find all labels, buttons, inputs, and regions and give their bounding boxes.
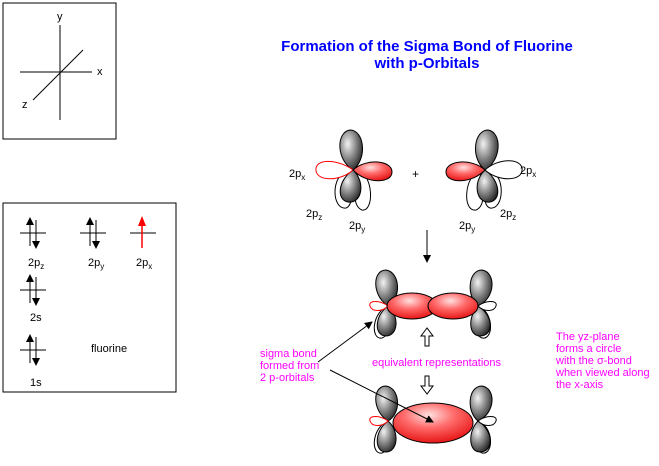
equivalent-representations-label: equivalent representations [372,357,502,369]
label-2pz-left: 2pz [306,208,322,222]
equivalence-up-arrow [420,327,434,347]
equivalence-down-arrow [420,375,434,395]
pz-lobe-lower [470,305,491,337]
yz-plane-note-line-3: with the σ-bond [555,355,632,367]
z-axis-label: z [22,99,28,111]
orbital-2pz-box: 2pz [20,217,46,271]
yz-plane-note-line-2: forms a circle [556,343,621,355]
pz-lobe-lower [339,169,362,203]
px-lobe-back [369,301,389,311]
orbital-2py-box: 2py [80,217,106,271]
pz-lobe-lower [470,420,491,453]
label-2py-left: 2py [349,220,365,234]
pz-lobe-lower [476,169,499,203]
pz-lobe-upper [375,385,398,422]
z-axis-line [32,49,84,101]
pz-lobe-lower [376,420,397,453]
pz-lobe-upper [375,269,398,307]
electron-config-panel: 2pz 2py 2px 2s 1s fluor [2,202,177,393]
px-lobe-back [484,160,523,180]
label-2px-right: 2px [520,165,536,179]
sigma-bond-lobe [392,402,474,444]
sigma-bond-note-line-3: 2 p-orbitals [260,372,315,384]
pz-lobe-upper [469,385,493,422]
label-2pz: 2pz [28,257,44,271]
title-line-1: Formation of the Sigma Bond of Fluorine [281,38,573,55]
plus-sign: + [412,167,419,181]
pointer-to-sigma-lobe [329,369,434,423]
pz-lobe-upper [469,269,493,307]
label-1s: 1s [30,377,42,389]
axes-panel: y x z [2,2,117,140]
atom-label: fluorine [91,343,127,355]
px-lobe-back [369,416,389,426]
right-fluorine-p-orbitals: 2px 2py 2pz [445,129,536,234]
sigma-bond-note-line-2: formed from [260,360,319,372]
orbital-2s-box: 2s [20,274,46,324]
label-2py: 2py [88,257,104,271]
sigma-bond-single-lobe-representation [369,385,497,454]
sigma-bond-overlap-representation [369,269,497,339]
label-2px-left: 2px [289,168,305,182]
yz-plane-note-line-5: the x-axis [556,379,604,391]
yz-plane-note-line-1: The yz-plane [556,331,620,343]
y-axis-label: y [57,11,63,23]
left-fluorine-p-orbitals: 2px 2pz 2py [289,129,393,234]
px-lobe-front [445,161,486,182]
px-lobe-back [315,161,354,180]
orbital-2px-box: 2px [130,216,156,271]
yz-plane-note-line-4: when viewed along [555,367,650,379]
label-2pz-right: 2pz [500,208,516,222]
title-line-2: with p-Orbitals [374,55,480,72]
px-lobe-back [477,416,497,426]
px-lobe-front [352,161,393,182]
label-2py-right: 2py [459,220,475,234]
label-2s: 2s [30,312,42,324]
pz-lobe-upper [339,129,363,171]
x-axis-label: x [97,66,103,78]
label-2px: 2px [136,257,152,271]
sigma-bond-note-line-1: sigma bond [260,348,317,360]
orbital-1s-box: 1s [20,334,46,389]
px-overlap-lobe-right [427,292,479,320]
pz-lobe-upper [475,129,499,171]
pointer-to-overlap [317,321,373,363]
px-lobe-back [477,301,497,311]
spin-up-arrowhead-red [138,216,146,226]
